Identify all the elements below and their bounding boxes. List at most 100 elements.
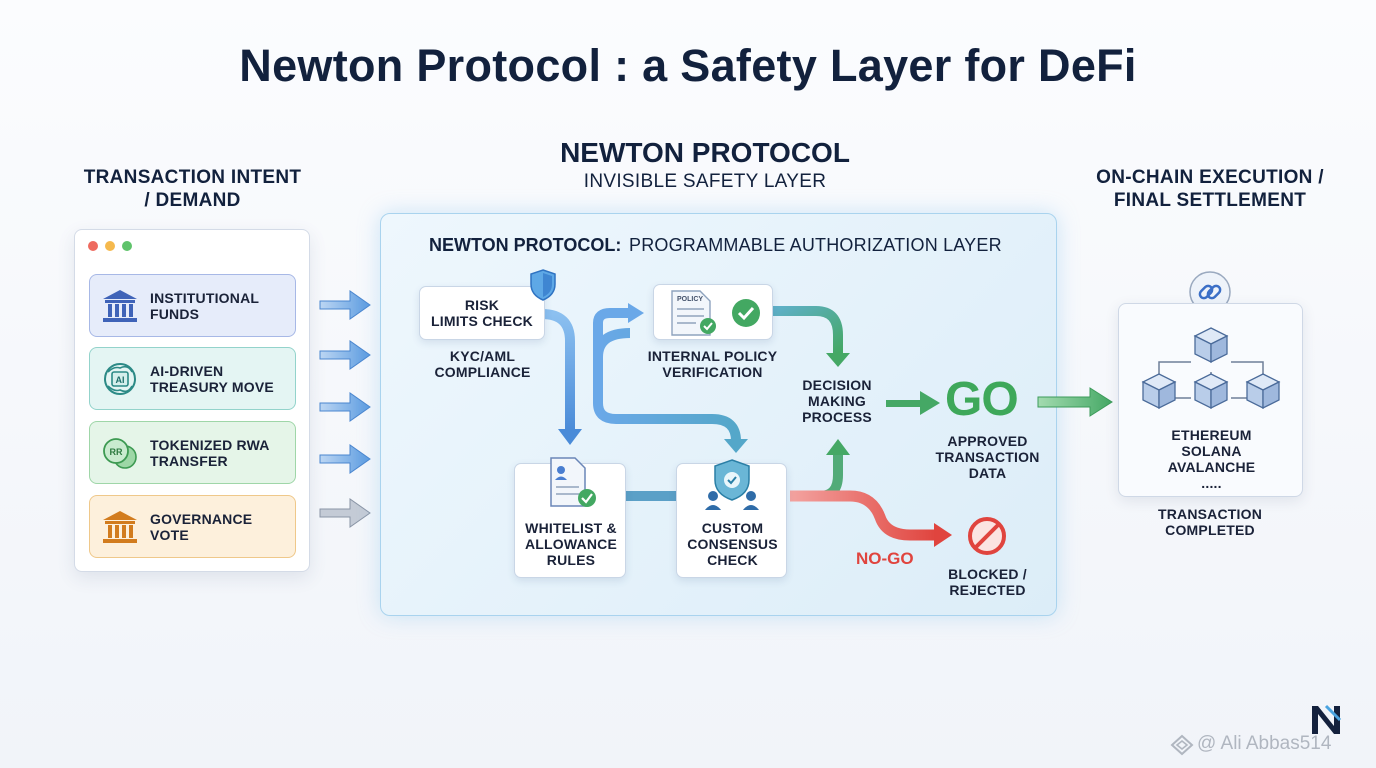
- decision-label: DECISION MAKING PROCESS: [792, 377, 882, 425]
- block-cube-left: [1141, 373, 1177, 410]
- center-heading: NEWTON PROTOCOL: [560, 137, 850, 168]
- consensus-shield-users-icon: [705, 459, 759, 510]
- panel-title-rest: PROGRAMMABLE AUTHORIZATION LAYER: [629, 235, 1002, 255]
- approved-line3: DATA: [968, 465, 1007, 481]
- blocked-label: BLOCKED / REJECTED: [940, 566, 1035, 598]
- whitelist-label: WHITELIST & ALLOWANCE RULES: [515, 520, 627, 568]
- intent-label-line1: GOVERNANCE: [150, 510, 253, 527]
- kyc-line2: COMPLIANCE: [434, 364, 531, 380]
- intent-card-label: AI-DRIVEN TREASURY MOVE: [150, 363, 274, 395]
- check-circle-icon: [732, 299, 760, 327]
- intent-label-line2: TRANSFER: [150, 452, 228, 469]
- consensus-label: CUSTOM CONSENSUS CHECK: [677, 520, 788, 568]
- token-coin-icon: RR: [103, 437, 137, 469]
- intent-arrow-5: [319, 498, 371, 528]
- intent-arrow-2: [319, 340, 371, 370]
- intent-label-line1: AI-DRIVEN: [150, 362, 224, 379]
- approved-line1: APPROVED: [947, 433, 1028, 449]
- risk-limits-node[interactable]: RISK LIMITS CHECK: [419, 286, 545, 340]
- intent-arrow-3: [319, 392, 371, 422]
- intent-label-line1: INSTITUTIONAL: [150, 289, 260, 306]
- whitelist-node[interactable]: WHITELIST & ALLOWANCE RULES: [514, 457, 627, 578]
- decision-line3: PROCESS: [802, 409, 872, 425]
- consensus-node[interactable]: CUSTOM CONSENSUS CHECK: [676, 459, 788, 578]
- chain-ethereum: ETHEREUM: [1171, 427, 1252, 443]
- window-close-dot: [88, 241, 98, 251]
- block-cube-right: [1245, 373, 1281, 410]
- chain-list: ETHEREUM SOLANA AVALANCHE .....: [1119, 427, 1304, 491]
- intent-card-label: GOVERNANCE VOTE: [150, 511, 252, 543]
- intent-label-line2: FUNDS: [150, 305, 200, 322]
- intent-label-line2: VOTE: [150, 526, 189, 543]
- chain-more: .....: [1201, 475, 1222, 491]
- bank-icon: [103, 289, 137, 322]
- policy-document-icon: POLICY: [671, 290, 716, 336]
- whitelist-line2: ALLOWANCE: [524, 536, 617, 552]
- nogo-label: NO-GO: [856, 549, 914, 568]
- svg-text:RR: RR: [110, 447, 123, 457]
- right-heading: ON-CHAIN EXECUTION / FINAL SETTLEMENT: [1080, 166, 1340, 212]
- go-label: GO: [945, 373, 1019, 426]
- chain-link-icon: [1189, 271, 1231, 313]
- block-cube-top: [1193, 327, 1229, 364]
- block-cube-middle: [1193, 373, 1229, 410]
- document-check-icon: [550, 457, 596, 507]
- left-heading-line1: TRANSACTION INTENT: [83, 167, 302, 188]
- watermark-logo-icon: [1170, 734, 1194, 756]
- window-maximize-dot: [122, 241, 132, 251]
- panel-title-bold: NEWTON PROTOCOL:: [429, 235, 622, 255]
- transaction-intent-window: INSTITUTIONAL FUNDS AI AI-DRIVEN TREASUR…: [74, 229, 310, 572]
- right-heading-line1: ON-CHAIN EXECUTION /: [1096, 167, 1324, 188]
- shield-icon: [530, 269, 556, 301]
- window-minimize-dot: [105, 241, 115, 251]
- flow-decision-to-go: [886, 391, 940, 415]
- policy-verification-node[interactable]: POLICY: [653, 284, 773, 340]
- intent-card-tokenized-rwa[interactable]: RR TOKENIZED RWA TRANSFER: [89, 421, 296, 484]
- whitelist-line3: RULES: [546, 552, 596, 568]
- completed-line1: TRANSACTION: [1157, 506, 1263, 522]
- newton-logo-icon: [1312, 704, 1342, 734]
- chain-avalanche: AVALANCHE: [1167, 459, 1256, 475]
- chain-solana: SOLANA: [1181, 443, 1242, 459]
- intent-card-governance-vote[interactable]: GOVERNANCE VOTE: [89, 495, 296, 558]
- risk-limits-label: RISK LIMITS CHECK: [431, 297, 533, 329]
- intent-arrow-4: [319, 444, 371, 474]
- policy-verification-label: INTERNAL POLICY VERIFICATION: [630, 348, 795, 380]
- consensus-line1: CUSTOM: [701, 520, 764, 536]
- decision-line1: DECISION: [802, 377, 872, 393]
- blockchain-panel: ETHEREUM SOLANA AVALANCHE .....: [1118, 303, 1303, 497]
- flow-to-nogo: [790, 490, 936, 541]
- policy-doc-label: POLICY: [677, 296, 703, 303]
- svg-text:AI: AI: [116, 375, 125, 385]
- intent-card-ai-treasury[interactable]: AI AI-DRIVEN TREASURY MOVE: [89, 347, 296, 410]
- intent-arrows: [319, 290, 371, 528]
- approved-line2: TRANSACTION: [935, 449, 1040, 465]
- policy-line2: VERIFICATION: [662, 364, 763, 380]
- left-heading: TRANSACTION INTENT / DEMAND: [70, 166, 315, 212]
- left-heading-line2: / DEMAND: [144, 190, 241, 211]
- ai-chip-icon: AI: [104, 362, 136, 395]
- policy-line1: INTERNAL POLICY: [647, 348, 778, 364]
- kyc-line1: KYC/AML: [449, 348, 516, 364]
- intent-card-label: TOKENIZED RWA TRANSFER: [150, 437, 270, 469]
- flow-into-policy: [593, 308, 630, 361]
- kyc-aml-label: KYC/AML COMPLIANCE: [415, 348, 550, 380]
- blocked-line2: REJECTED: [949, 582, 1026, 598]
- decision-line2: MAKING: [808, 393, 866, 409]
- center-subheading: INVISIBLE SAFETY LAYER: [583, 171, 827, 192]
- blocked-icon: [968, 517, 1006, 555]
- transaction-completed-label: TRANSACTION COMPLETED: [1130, 506, 1290, 538]
- government-building-icon: [103, 510, 137, 543]
- approved-label: APPROVED TRANSACTION DATA: [930, 433, 1045, 481]
- intent-card-institutional-funds[interactable]: INSTITUTIONAL FUNDS: [89, 274, 296, 337]
- blockchain-network-icon: [1141, 327, 1281, 410]
- intent-arrow-1: [319, 290, 371, 320]
- flow-risk-to-whitelist: [541, 309, 575, 431]
- intent-card-label: INSTITUTIONAL FUNDS: [150, 290, 259, 322]
- flow-loop-to-policy: [593, 328, 741, 442]
- flow-policy-to-decision: [772, 306, 843, 353]
- whitelist-line1: WHITELIST &: [525, 520, 617, 536]
- flow-connectors: [541, 303, 952, 547]
- right-heading-line2: FINAL SETTLEMENT: [1113, 190, 1307, 211]
- watermark-text: @ Ali Abbas514: [1197, 733, 1332, 754]
